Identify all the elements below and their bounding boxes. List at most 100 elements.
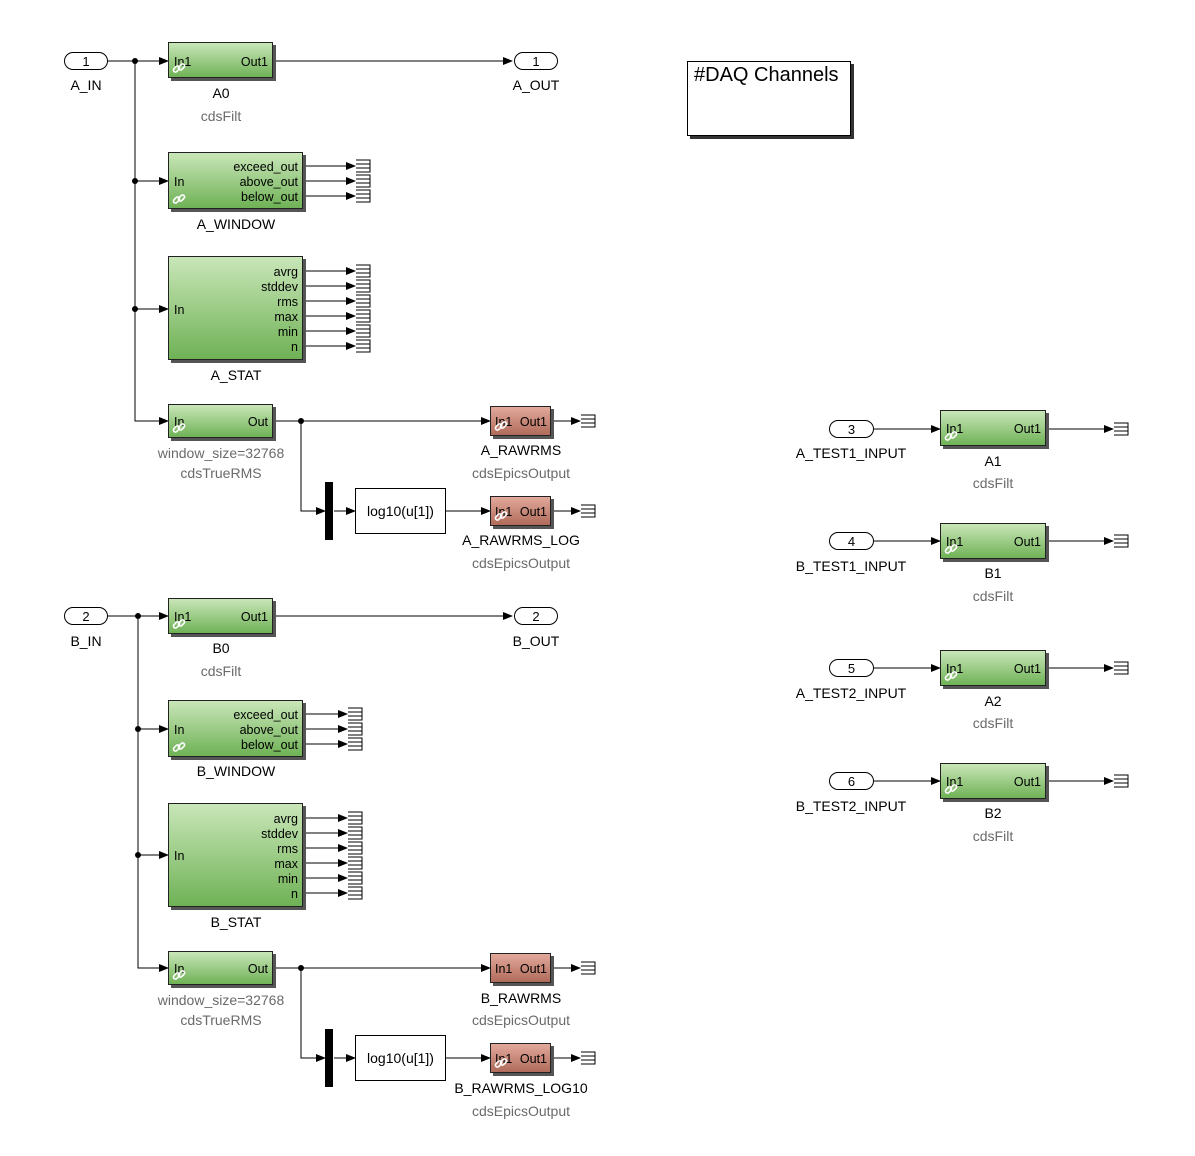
a-log10-block[interactable]: log10(u[1])	[355, 488, 446, 534]
b1-name: B1	[984, 565, 1002, 581]
b1-in-pin: In1	[946, 535, 964, 549]
a-truerms-block[interactable]: In Out	[168, 404, 273, 438]
terminator-icon	[356, 339, 371, 353]
inport-2-label: B_IN	[70, 633, 102, 649]
a-rawrms-lib: cdsEpicsOutput	[471, 465, 571, 481]
library-link-icon	[944, 431, 958, 441]
inport-4-label: B_TEST1_INPUT	[795, 558, 907, 574]
a-mux-bar[interactable]	[325, 482, 333, 540]
terminator-icon	[348, 722, 363, 736]
terminator-icon	[356, 159, 371, 173]
inport-5[interactable]: 5	[829, 659, 874, 677]
b-rawrms-log10-block[interactable]: In1 Out1	[490, 1043, 551, 1073]
library-link-icon	[494, 1058, 508, 1068]
inport-4[interactable]: 4	[829, 532, 874, 550]
b-window-out-exceed: exceed_out	[233, 708, 298, 722]
b-window-out-below: below_out	[241, 738, 298, 752]
b1-out-pin: Out1	[1013, 535, 1041, 549]
a-rawrms-out-pin: Out1	[519, 415, 547, 429]
a-stat-out-min: min	[277, 325, 298, 339]
b0-block[interactable]: In1 Out1	[168, 598, 273, 634]
a-window-in-pin: In	[174, 175, 185, 189]
b-mux-bar[interactable]	[325, 1029, 333, 1087]
b-window-name: B_WINDOW	[196, 763, 276, 779]
b2-out-pin: Out1	[1013, 775, 1041, 789]
a-stat-in-pin: In	[174, 303, 185, 317]
b1-block[interactable]: In1 Out1	[940, 523, 1046, 559]
b-stat-out-stddev: stddev	[261, 827, 298, 841]
b-window-out-above: above_out	[239, 723, 298, 737]
a-rawrms-block[interactable]: In1 Out1	[490, 406, 551, 436]
a0-lib: cdsFilt	[200, 108, 242, 124]
b-stat-block[interactable]: avrg stddev rms max min n In	[168, 803, 303, 907]
terminator-icon	[348, 737, 363, 751]
a-truerms-out-pin: Out	[247, 415, 268, 429]
b2-name: B2	[984, 805, 1002, 821]
terminator-icon	[348, 871, 363, 885]
a1-block[interactable]: In1 Out1	[940, 410, 1046, 446]
a-stat-out-n: n	[291, 340, 298, 354]
a-rawrms-log-out-pin: Out1	[519, 505, 547, 519]
outport-1[interactable]: 1	[514, 52, 558, 70]
b0-in-pin: In1	[174, 610, 192, 624]
b-window-block[interactable]: exceed_out above_out below_out In	[168, 700, 303, 757]
a0-block[interactable]: In1 Out1	[168, 42, 273, 78]
inport-2[interactable]: 2	[64, 607, 108, 625]
a-stat-name: A_STAT	[210, 367, 262, 383]
a-rawrms-log-block[interactable]: In1 Out1	[490, 496, 551, 526]
inport-6[interactable]: 6	[829, 772, 874, 790]
library-link-icon	[172, 619, 186, 629]
inport-3[interactable]: 3	[829, 420, 874, 438]
a-stat-out-avrg: avrg	[273, 265, 298, 279]
b2-lib: cdsFilt	[972, 828, 1014, 844]
terminator-icon	[356, 189, 371, 203]
outport-2-label: B_OUT	[512, 633, 560, 649]
library-link-icon	[172, 970, 186, 980]
b-stat-out-n: n	[291, 887, 298, 901]
library-link-icon	[494, 511, 508, 521]
b-rawrms-out-pin: Out1	[519, 962, 547, 976]
a-stat-out-rms: rms	[277, 295, 298, 309]
b-truerms-lib: cdsTrueRMS	[180, 1012, 262, 1028]
terminator-icon	[1114, 774, 1129, 788]
b-stat-name: B_STAT	[210, 914, 262, 930]
b-rawrms-log10-name: B_RAWRMS_LOG10	[454, 1080, 588, 1096]
terminator-icon	[356, 294, 371, 308]
daq-channels-annotation[interactable]: #DAQ Channels	[687, 61, 851, 136]
terminator-icon	[348, 707, 363, 721]
a-window-block[interactable]: exceed_out above_out below_out In	[168, 152, 303, 209]
terminator-icon	[581, 1051, 596, 1065]
a-truerms-in-pin: In	[174, 415, 185, 429]
a-window-out-above: above_out	[239, 175, 298, 189]
a2-block[interactable]: In1 Out1	[940, 650, 1046, 686]
terminator-icon	[356, 174, 371, 188]
a-stat-out-max: max	[274, 310, 298, 324]
inport-1-label: A_IN	[70, 77, 102, 93]
b-rawrms-block[interactable]: In1 Out1	[490, 953, 551, 983]
inport-1[interactable]: 1	[64, 52, 108, 70]
a-rawrms-log-name: A_RAWRMS_LOG	[462, 532, 580, 548]
a1-name: A1	[984, 453, 1002, 469]
b-rawrms-name: B_RAWRMS	[480, 990, 562, 1006]
a-stat-block[interactable]: avrg stddev rms max min n In	[168, 256, 303, 360]
library-link-icon	[944, 671, 958, 681]
b-truerms-block[interactable]: In Out	[168, 951, 273, 985]
terminator-icon	[348, 856, 363, 870]
a1-lib: cdsFilt	[972, 475, 1014, 491]
inport-3-label: A_TEST1_INPUT	[795, 445, 907, 461]
terminator-icon	[348, 811, 363, 825]
terminator-icon	[581, 961, 596, 975]
b-log10-block[interactable]: log10(u[1])	[355, 1035, 446, 1081]
a1-in-pin: In1	[946, 422, 964, 436]
b-window-in-pin: In	[174, 723, 185, 737]
b0-out-pin: Out1	[240, 610, 268, 624]
terminator-icon	[348, 841, 363, 855]
b-stat-out-avrg: avrg	[273, 812, 298, 826]
terminator-icon	[1114, 422, 1129, 436]
a-truerms-lib: cdsTrueRMS	[180, 465, 262, 481]
a2-in-pin: In1	[946, 662, 964, 676]
b2-block[interactable]: In1 Out1	[940, 763, 1046, 799]
library-link-icon	[172, 63, 186, 73]
outport-2[interactable]: 2	[514, 607, 558, 625]
b-stat-in-pin: In	[174, 849, 185, 863]
